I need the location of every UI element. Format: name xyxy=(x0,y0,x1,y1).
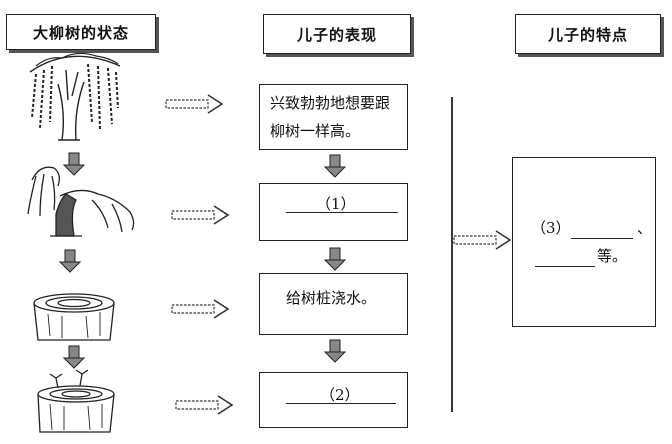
behavior-2-blank xyxy=(286,212,398,213)
behavior-4-blank xyxy=(286,403,396,404)
arrow-down-icon xyxy=(324,154,346,178)
behavior-3-text: 给树桩浇水。 xyxy=(286,289,377,307)
behavior-1-line-2: 柳树一样高。 xyxy=(270,122,361,140)
behavior-box-4: （2） xyxy=(259,372,408,428)
willow-tree-icon xyxy=(29,52,121,141)
cut-tree-icon xyxy=(27,166,135,237)
dashed-arrow-right-icon xyxy=(453,230,511,250)
behavior-1-line-1: 兴致勃勃地想要跟 xyxy=(270,94,391,112)
dashed-arrow-right-icon xyxy=(175,395,233,415)
dashed-arrow-right-icon xyxy=(171,205,229,225)
behavior-box-1: 兴致勃勃地想要跟 柳树一样高。 xyxy=(259,84,408,150)
behavior-2-label: （1） xyxy=(316,195,356,213)
dashed-arrow-right-icon xyxy=(165,94,223,114)
trait-suffix: 等。 xyxy=(597,247,628,265)
arrow-down-icon xyxy=(63,152,85,176)
arrow-down-icon xyxy=(59,249,81,273)
behavior-4-label: （2） xyxy=(320,386,360,404)
behavior-box-3: 给树桩浇水。 xyxy=(259,273,408,335)
trait-blank-2 xyxy=(535,266,595,267)
header-son-trait: 儿子的特点 xyxy=(515,14,661,54)
trait-label: （3） xyxy=(531,219,571,237)
trait-separator: 、 xyxy=(637,219,653,237)
trait-box: （3） 、 等。 xyxy=(512,157,656,327)
sprouting-stump-icon xyxy=(37,369,115,433)
header-son-behavior: 儿子的表现 xyxy=(263,14,411,54)
behavior-box-2: （1） xyxy=(259,183,408,241)
arrow-down-icon xyxy=(324,247,346,271)
dashed-arrow-right-icon xyxy=(171,299,229,319)
arrow-down-icon xyxy=(324,339,346,363)
arrow-down-icon xyxy=(63,345,85,369)
trait-blank-1 xyxy=(571,238,633,239)
header-tree-state: 大柳树的状态 xyxy=(6,14,156,50)
tree-stump-icon xyxy=(33,293,115,341)
